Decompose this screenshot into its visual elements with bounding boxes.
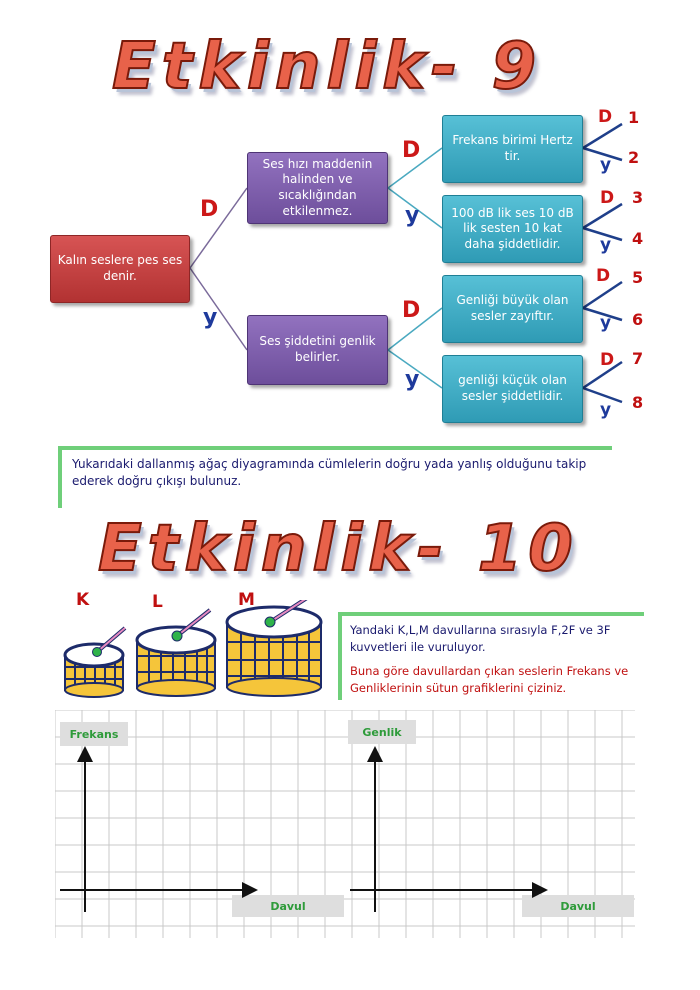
true-branch-label: D	[200, 197, 218, 222]
output-number: 3	[632, 188, 643, 207]
true-branch-label: D	[402, 138, 420, 163]
output-number: 6	[632, 310, 643, 329]
true-branch-label: D	[598, 107, 612, 127]
drum-k-icon	[65, 628, 125, 697]
true-branch-label: D	[596, 266, 610, 286]
output-number: 5	[632, 268, 643, 287]
false-branch-label: y	[600, 235, 611, 255]
root-statement-box: Kalın seslere pes ses denir.	[50, 235, 190, 303]
true-branch-label: D	[402, 298, 420, 323]
true-branch-label: D	[600, 350, 614, 370]
drum-l-icon	[137, 610, 215, 696]
graph-axes	[0, 740, 700, 920]
output-number: 7	[632, 349, 643, 368]
level1-statement-box: Ses hızı maddenin halinden ve sıcaklığın…	[247, 152, 388, 224]
output-number: 4	[632, 229, 643, 248]
false-branch-label: y	[405, 367, 419, 392]
level2-statement-box: Genliği büyük olan sesler zayıftır.	[442, 275, 583, 343]
drums-illustration	[55, 600, 335, 700]
activity9-instruction: Yukarıdaki dallanmış ağaç diyagramında c…	[58, 446, 612, 508]
activity10-info-line2: Buna göre davullardan çıkan seslerin Fre…	[350, 663, 636, 698]
false-branch-label: y	[600, 313, 611, 333]
graph2-axes	[350, 754, 540, 912]
output-number: 8	[632, 393, 643, 412]
output-number: 2	[628, 148, 639, 167]
graph1-axes	[60, 754, 250, 912]
level2-statement-box: Frekans birimi Hertz tir.	[442, 115, 583, 183]
level2-statement-box: genliği küçük olan sesler şiddetlidir.	[442, 355, 583, 423]
false-branch-label: y	[203, 305, 217, 330]
activity10-info-line1: Yandaki K,L,M davullarına sırasıyla F,2F…	[350, 622, 636, 657]
activity10-title: Etkinlik- 10	[98, 512, 579, 586]
true-branch-label: D	[600, 188, 614, 208]
drum-m-icon	[227, 600, 321, 696]
false-branch-label: y	[600, 155, 611, 175]
false-branch-label: y	[405, 203, 419, 228]
level2-statement-box: 100 dB lik ses 10 dB lik sesten 10 kat d…	[442, 195, 583, 263]
activity10-instruction: Yandaki K,L,M davullarına sırasıyla F,2F…	[338, 612, 644, 700]
false-branch-label: y	[600, 400, 611, 420]
output-number: 1	[628, 108, 639, 127]
level1-statement-box: Ses şiddetini genlik belirler.	[247, 315, 388, 385]
